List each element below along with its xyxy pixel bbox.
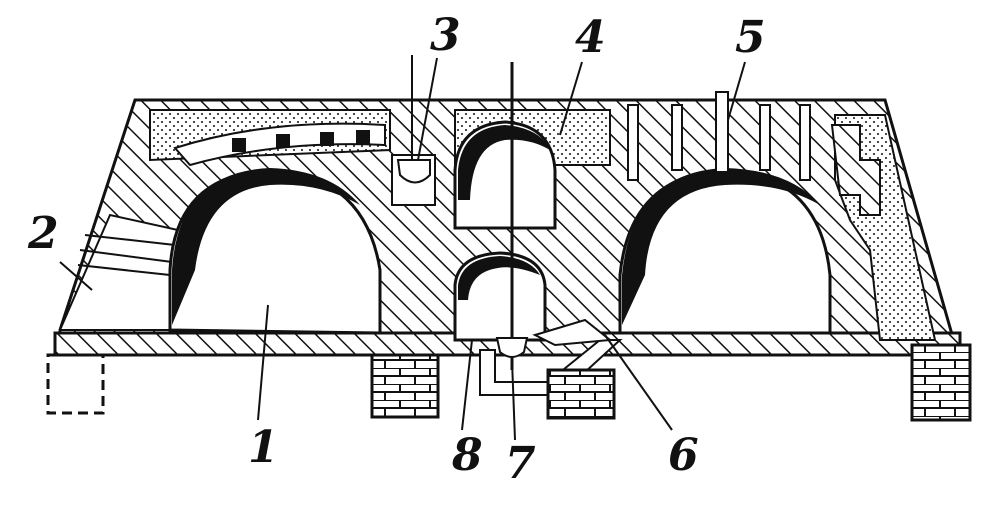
flue-chamber-3-inner bbox=[396, 159, 431, 184]
upper-central-shadow bbox=[458, 125, 550, 200]
label-7: 7 bbox=[505, 438, 536, 489]
vertical-flues bbox=[627, 91, 811, 181]
label-1: 1 bbox=[248, 422, 279, 473]
lower-central-shadow bbox=[458, 256, 540, 300]
label-6: 6 bbox=[668, 430, 699, 481]
left-chamber-shadow bbox=[172, 168, 360, 325]
left-flue-ports bbox=[232, 130, 370, 152]
leader-lines bbox=[59, 57, 746, 441]
channel-6 bbox=[532, 318, 613, 347]
brick-pier-right bbox=[910, 343, 972, 422]
label-8: 8 bbox=[451, 430, 483, 481]
dashed-pier-left bbox=[46, 353, 105, 415]
loading-zone-lines bbox=[77, 234, 176, 276]
label-5: 5 bbox=[735, 12, 766, 63]
brick-pier-center bbox=[370, 353, 440, 419]
label-4: 4 bbox=[575, 12, 606, 63]
brick-pier-right-inner bbox=[546, 368, 616, 420]
label-3: 3 bbox=[430, 10, 461, 61]
right-step-wall bbox=[830, 124, 881, 216]
central-probe-tip bbox=[495, 337, 529, 358]
label-2: 2 bbox=[27, 208, 59, 259]
